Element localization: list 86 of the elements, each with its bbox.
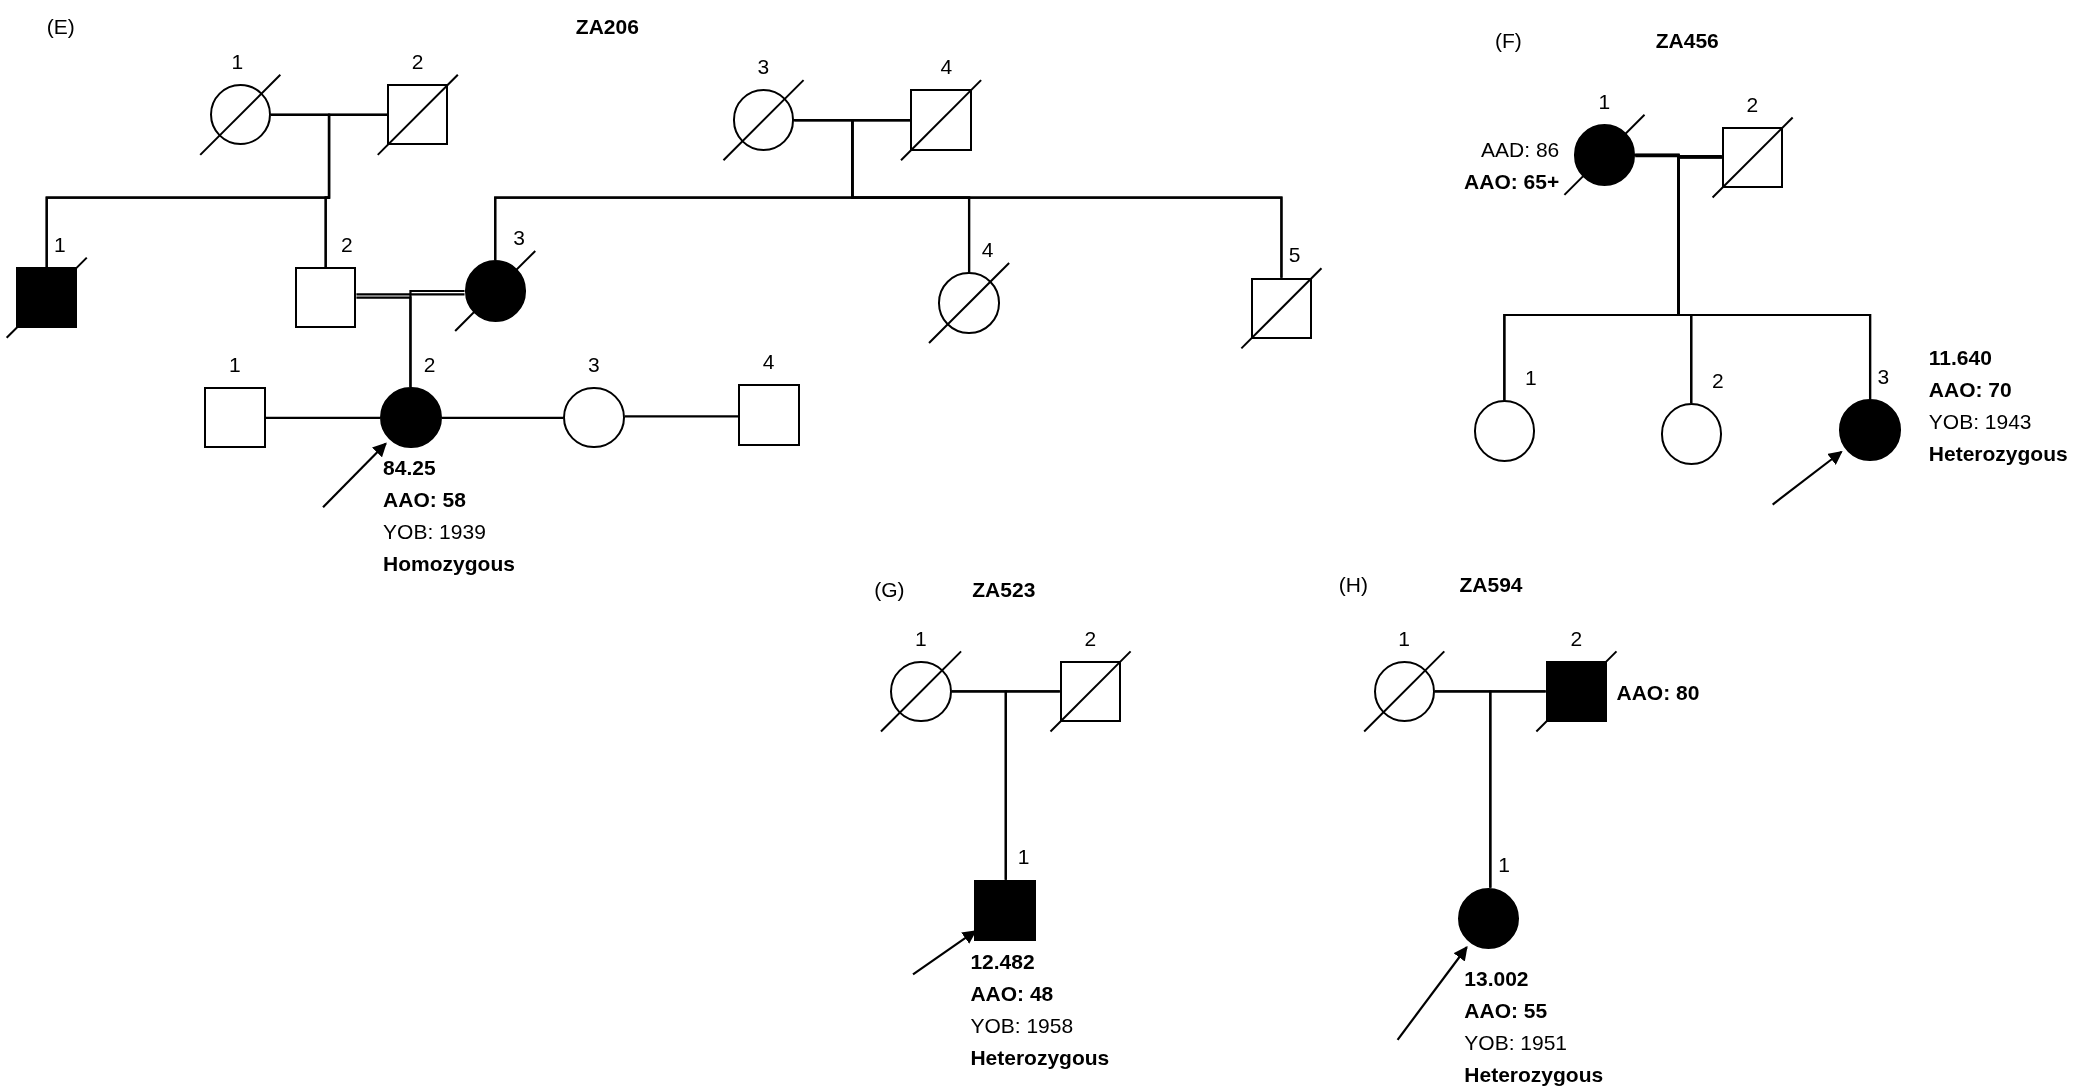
family-id: ZA456	[1655, 27, 1719, 53]
annotation-text: 13.002	[1464, 965, 1529, 991]
annotation-text: AAO: 80	[1616, 680, 1700, 706]
annotation-text: YOB: 1958	[970, 1012, 1074, 1038]
individual-number: 4	[981, 237, 994, 263]
female-symbol	[1373, 660, 1435, 723]
proband-arrow	[1771, 450, 1843, 506]
descent-line	[1004, 690, 1060, 880]
male-symbol	[1059, 660, 1122, 723]
individual-number: 3	[588, 351, 600, 377]
individual-number: 4	[940, 54, 953, 80]
female-symbol	[732, 89, 795, 151]
female-symbol	[1839, 399, 1901, 461]
female-symbol	[938, 272, 1000, 334]
individual-number: 1	[54, 231, 66, 257]
annotation-text: Homozygous	[383, 550, 515, 576]
annotation-text: AAO: 65+	[1464, 169, 1560, 195]
male-symbol	[295, 266, 357, 329]
descent-line	[324, 113, 388, 267]
annotation-text: AAD: 86	[1481, 137, 1560, 162]
individual-number: 5	[1288, 242, 1301, 268]
individual-number: 2	[1711, 367, 1724, 393]
proband-arrow	[1396, 946, 1468, 1041]
individual-number: 2	[411, 48, 424, 74]
individual-number: 2	[423, 351, 436, 377]
individual-number: 4	[762, 349, 775, 375]
male-symbol	[974, 879, 1036, 942]
female-symbol	[209, 84, 271, 146]
marriage-line	[441, 416, 564, 419]
individual-number: 1	[915, 625, 927, 651]
annotation-text: YOB: 1939	[383, 518, 486, 544]
individual-number: 1	[1017, 844, 1030, 870]
annotation-text: AAO: 70	[1928, 377, 2012, 403]
annotation-text: Heterozygous	[1464, 1062, 1604, 1086]
individual-number: 3	[757, 54, 770, 80]
individual-number: 1	[228, 351, 241, 377]
annotation-text: YOB: 1951	[1464, 1030, 1568, 1055]
individual-number: 1	[1598, 88, 1611, 114]
individual-number: 1	[231, 48, 244, 74]
individual-number: 2	[1570, 625, 1583, 651]
individual-number: 1	[1498, 852, 1511, 878]
male-symbol	[387, 84, 449, 146]
family-id: ZA523	[972, 577, 1036, 603]
annotation-text: YOB: 1943	[1928, 409, 2032, 435]
marriage-line	[356, 293, 465, 296]
annotation-text: 11.640	[1928, 345, 1992, 371]
individual-number: 3	[1877, 363, 1890, 389]
male-symbol	[738, 384, 800, 446]
male-symbol	[1721, 126, 1784, 189]
panel-letter: (E)	[46, 14, 75, 40]
female-symbol	[1660, 403, 1722, 465]
male-symbol	[1250, 277, 1313, 340]
marriage-line	[624, 415, 739, 418]
female-symbol	[380, 387, 442, 449]
individual-number: 3	[513, 225, 525, 251]
annotation-text: AAO: 48	[970, 980, 1054, 1006]
male-symbol	[204, 387, 266, 449]
male-symbol	[910, 89, 972, 151]
individual-number: 1	[1525, 365, 1537, 391]
descent-line	[409, 289, 465, 388]
annotation-text: AAO: 55	[1464, 997, 1548, 1023]
female-symbol	[890, 660, 952, 723]
panel-letter: (F)	[1495, 27, 1522, 53]
annotation-text: AAO: 58	[383, 486, 466, 512]
annotation-text: 84.25	[383, 454, 436, 480]
marriage-line	[265, 416, 381, 419]
female-symbol	[1573, 124, 1636, 186]
descent-line	[1489, 690, 1546, 888]
family-id: ZA206	[575, 14, 639, 40]
individual-number: 1	[1398, 625, 1410, 651]
male-symbol	[1545, 660, 1608, 723]
individual-number: 2	[1084, 625, 1097, 651]
family-id: ZA594	[1459, 572, 1523, 598]
panel-letter: (G)	[874, 577, 905, 603]
individual-number: 2	[341, 231, 353, 257]
individual-number: 2	[1746, 91, 1759, 117]
female-symbol	[563, 387, 625, 449]
proband-arrow	[322, 442, 387, 508]
annotation-text: Heterozygous	[1928, 441, 2068, 467]
male-symbol	[16, 266, 78, 329]
descent-line	[1677, 156, 1872, 400]
marriage-line	[1635, 155, 1722, 158]
annotation-text: Heterozygous	[970, 1044, 1110, 1070]
panel-letter: (H)	[1338, 572, 1368, 598]
annotation-text: 12.482	[970, 948, 1035, 974]
female-symbol	[464, 260, 526, 322]
